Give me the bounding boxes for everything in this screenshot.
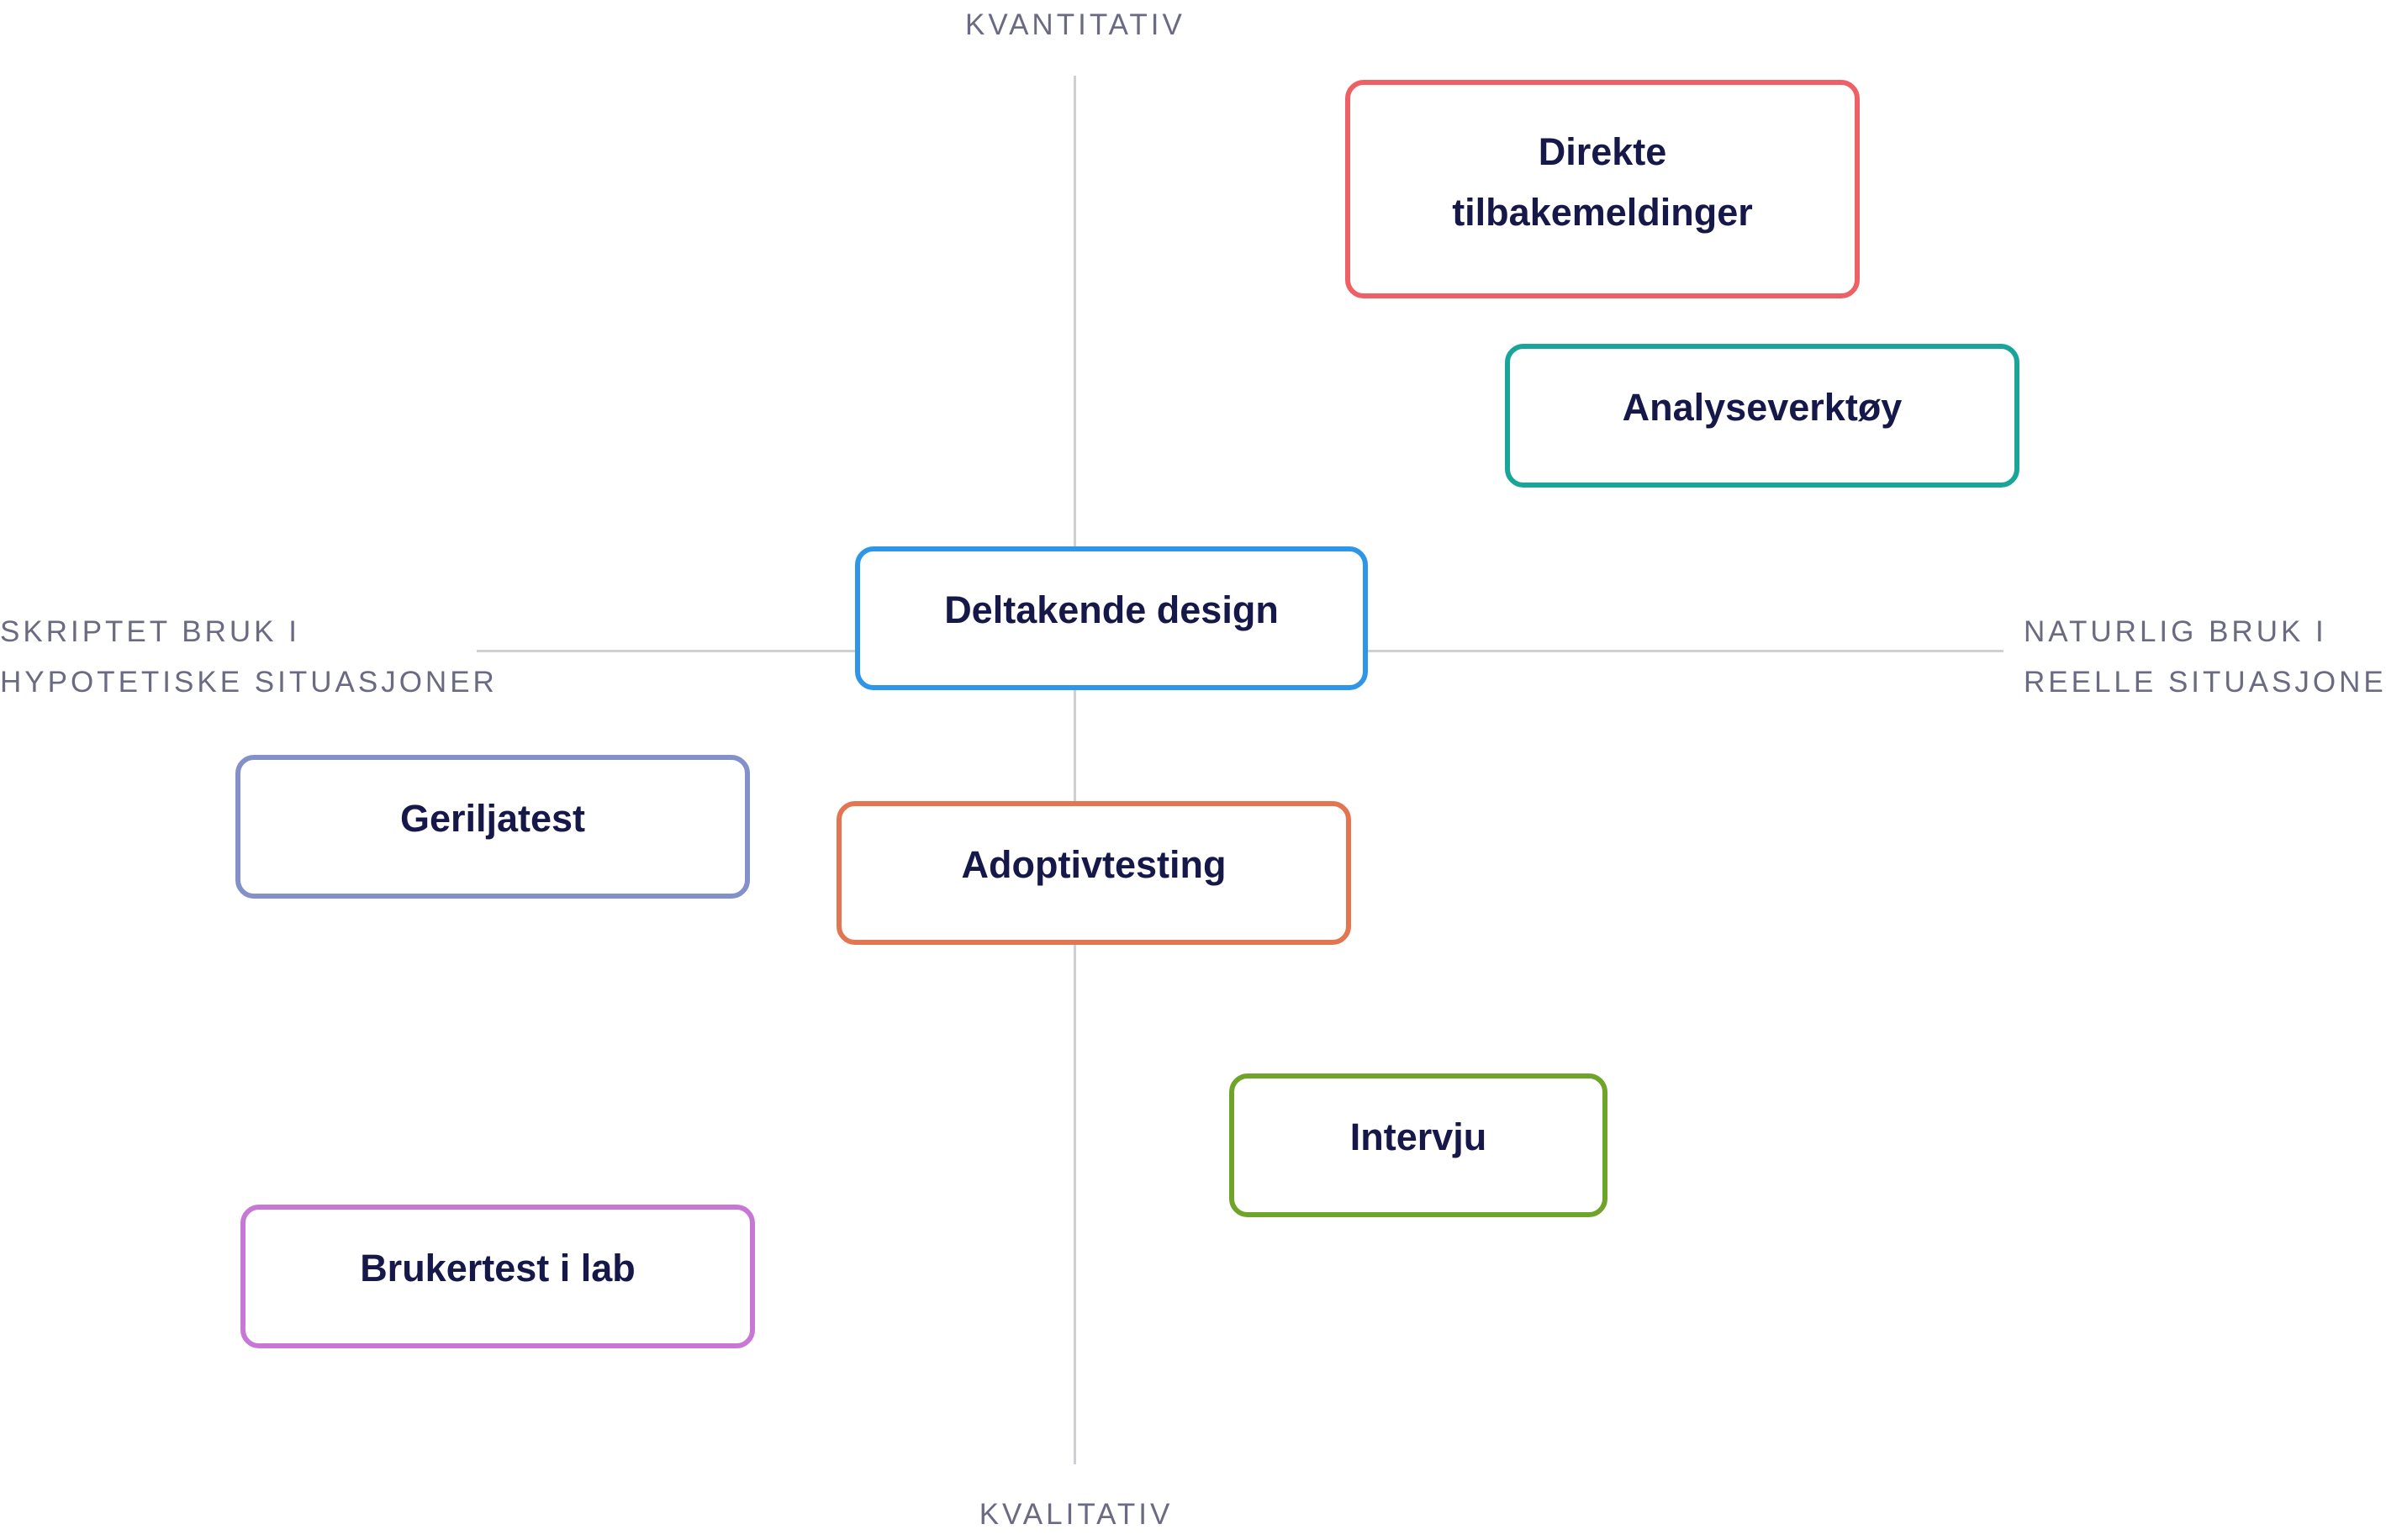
vertical-axis-line [1074, 76, 1076, 1464]
method-label: Adoptivtesting [961, 842, 1227, 886]
method-label: Geriljatest [399, 796, 586, 840]
method-box-brukertest-i-lab: Brukertest i lab [240, 1205, 755, 1348]
axis-label-top: KVANTITATIV [965, 8, 1185, 41]
method-box-intervju: Intervju [1229, 1073, 1607, 1217]
axis-label-right-line1: NATURLIG BRUK I [2024, 615, 2327, 648]
method-box-geriljatest: Geriljatest [235, 755, 750, 899]
axis-label-right-line2: REELLE SITUASJONER [2024, 666, 2386, 699]
method-box-direkte-tilbakemeldinger: Direkte tilbakemeldinger [1345, 80, 1860, 298]
method-box-deltakende-design: Deltakende design [855, 546, 1368, 690]
method-label: Brukertest i lab [360, 1246, 636, 1289]
method-box-analyseverktoy: Analyseverktøy [1505, 344, 2019, 488]
method-label: Direkte tilbakemeldinger [1452, 130, 1753, 234]
method-label: Analyseverktøy [1622, 385, 1903, 429]
axis-label-left-line2: HYPOTETISKE SITUASJONER [0, 666, 498, 699]
axis-label-left: SKRIPTET BRUK I HYPOTETISKE SITUASJONER [0, 607, 498, 708]
axis-label-left-line1: SKRIPTET BRUK I [0, 615, 300, 648]
axis-label-right: NATURLIG BRUK I REELLE SITUASJONER [2024, 607, 2386, 708]
axis-label-bottom: KVALITATIV [979, 1498, 1174, 1531]
method-label: Deltakende design [944, 588, 1279, 631]
method-label: Intervju [1349, 1115, 1487, 1158]
method-box-adoptivtesting: Adoptivtesting [837, 801, 1351, 945]
